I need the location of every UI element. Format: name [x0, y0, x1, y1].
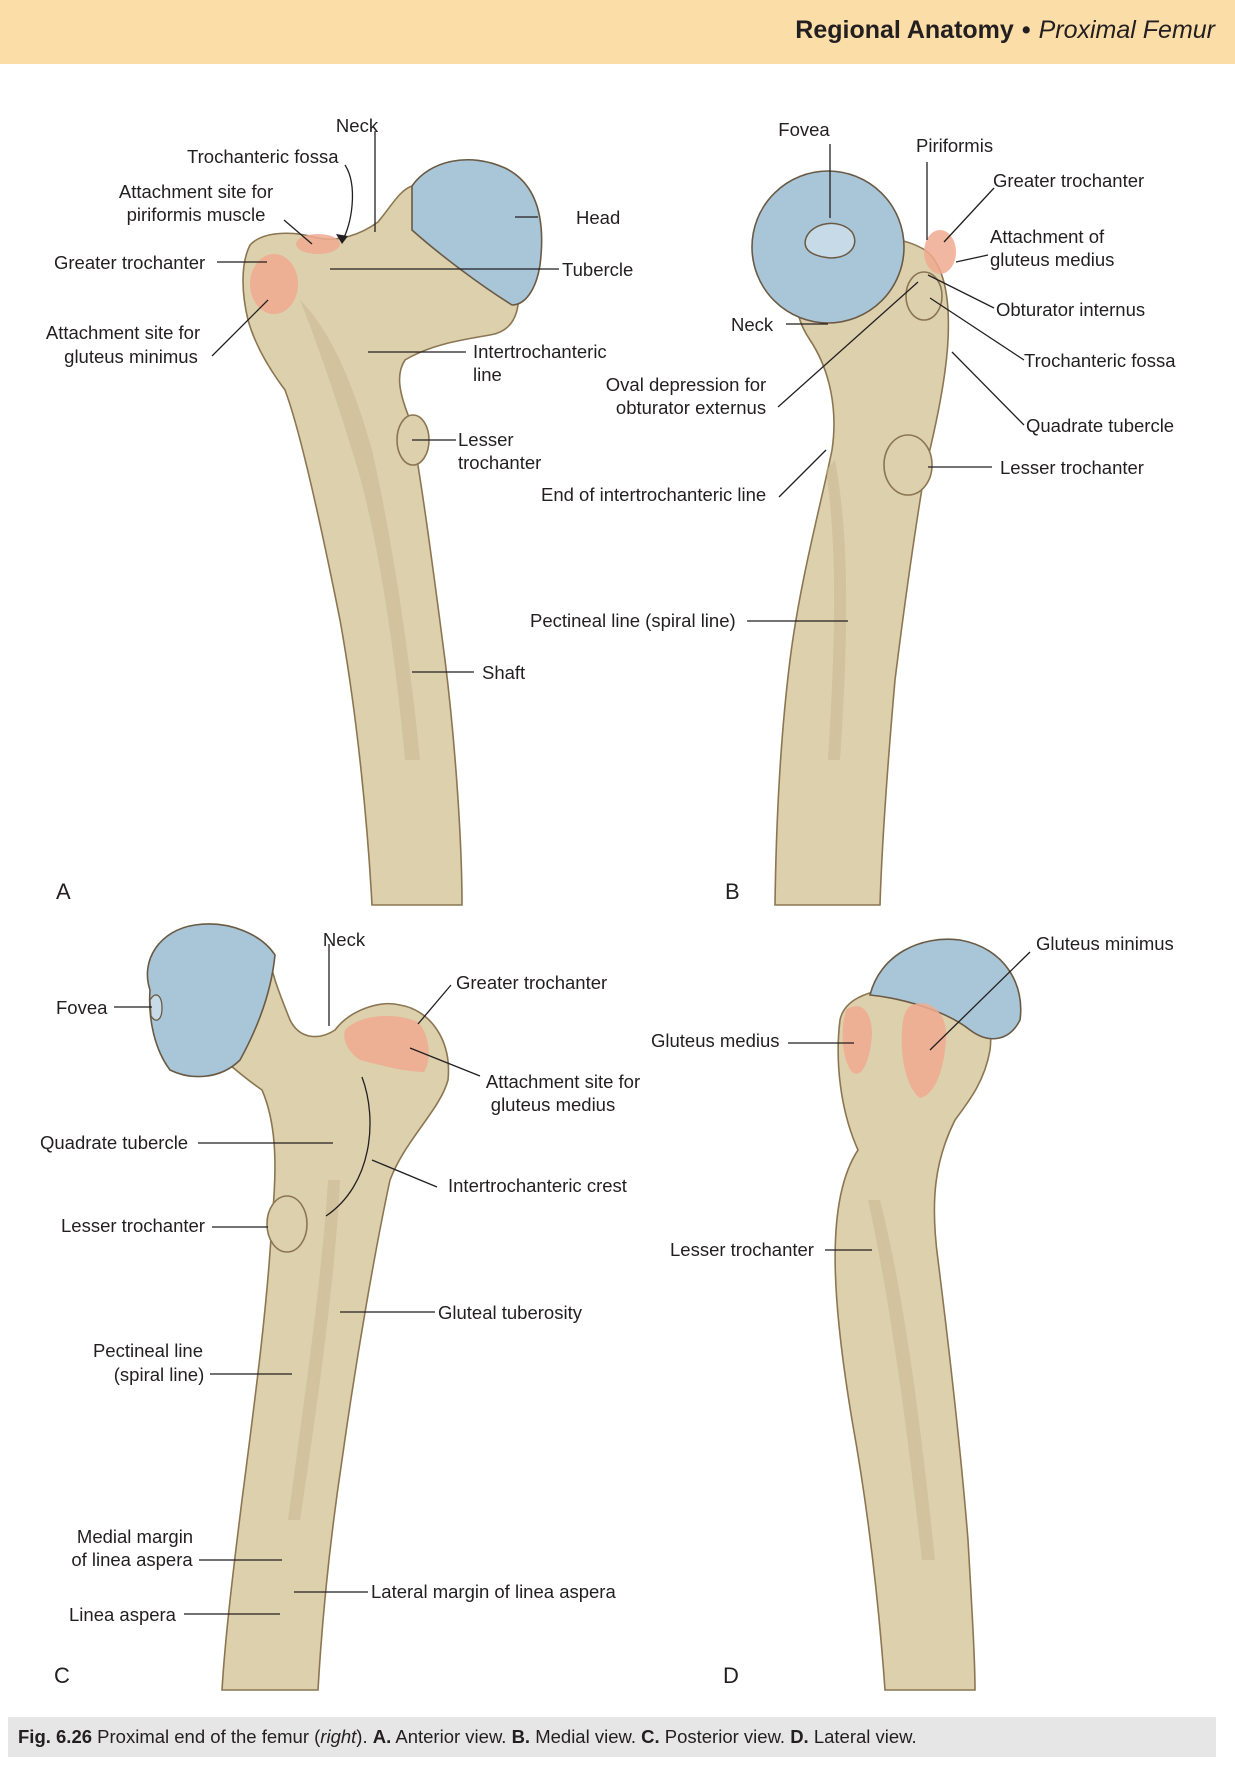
- label-a-tubercle: Tubercle: [562, 259, 633, 280]
- caption-c-text: Posterior view.: [664, 1726, 786, 1747]
- label-c-lateral-margin: Lateral margin of linea aspera: [371, 1581, 616, 1602]
- panel-letter-a: A: [56, 879, 71, 904]
- label-a-neck: Neck: [336, 115, 379, 136]
- label-b-end-intertrochanteric: End of intertrochanteric line: [541, 484, 766, 505]
- caption-text-2: ).: [356, 1726, 368, 1747]
- page-header: Regional Anatomy•Proximal Femur: [0, 0, 1235, 64]
- label-c-gluteus-medius-line1: Attachment site for: [486, 1071, 640, 1092]
- running-head: Regional Anatomy•Proximal Femur: [795, 16, 1215, 45]
- label-a-piriformis-line2: piriformis muscle: [127, 204, 266, 225]
- gluteus-minimus-attachment-d: [901, 1003, 947, 1098]
- label-b-gluteus-medius-line2: gluteus medius: [990, 249, 1114, 270]
- caption-fig-number: Fig. 6.26: [18, 1726, 93, 1747]
- caption-a-text: Anterior view.: [395, 1726, 507, 1747]
- panel-letter-b: B: [725, 879, 740, 904]
- lesser-trochanter-c: [266, 1195, 308, 1253]
- label-a-head: Head: [576, 207, 620, 228]
- label-c-medial-margin-line1: Medial margin: [77, 1526, 193, 1547]
- gluteus-medius-attachment-b: [924, 230, 956, 274]
- label-a-gluteus-minimus-line2: gluteus minimus: [64, 346, 198, 367]
- femur-b-fovea: [804, 222, 856, 259]
- label-a-gluteus-minimus-line1: Attachment site for: [46, 322, 200, 343]
- label-d-gluteus-minimus: Gluteus minimus: [1036, 933, 1174, 954]
- label-a-lesser-trochanter-line2: trochanter: [458, 452, 541, 473]
- femur-b-shading: [826, 460, 847, 760]
- femur-c-fovea: [149, 994, 163, 1021]
- label-a-trochanteric-fossa: Trochanteric fossa: [187, 146, 339, 167]
- label-c-greater-trochanter: Greater trochanter: [456, 972, 607, 993]
- panel-letter-c: C: [54, 1663, 70, 1688]
- caption-a: A.: [372, 1726, 392, 1747]
- label-b-oval-depression-line2: obturator externus: [616, 397, 766, 418]
- label-c-quadrate-tubercle: Quadrate tubercle: [40, 1132, 188, 1153]
- label-b-piriformis: Piriformis: [916, 135, 993, 156]
- label-b-fovea: Fovea: [778, 119, 830, 140]
- label-c-pectineal-line1: Pectineal line: [93, 1340, 203, 1361]
- femur-d-shading: [868, 1200, 935, 1560]
- femur-a-shading: [300, 300, 420, 760]
- femur-d-head: [868, 938, 1022, 1040]
- label-c-intertrochanteric-crest: Intertrochanteric crest: [448, 1175, 627, 1196]
- panel-b-labels: Fovea Piriformis Greater trochanter Atta…: [530, 119, 1176, 904]
- caption-d: D.: [790, 1726, 809, 1747]
- femur-b-bone: [774, 238, 950, 906]
- caption-italic: right: [320, 1726, 357, 1747]
- label-d-lesser-trochanter: Lesser trochanter: [670, 1239, 814, 1260]
- panel-c-illustration: [146, 923, 450, 1691]
- label-a-intertrochanteric-line2: line: [473, 364, 502, 385]
- lesser-trochanter-b: [883, 434, 933, 496]
- label-c-linea-aspera: Linea aspera: [69, 1604, 177, 1625]
- panel-a-illustration: [242, 158, 543, 906]
- caption-b-text: Medial view.: [535, 1726, 636, 1747]
- label-b-gluteus-medius-line1: Attachment of: [990, 226, 1105, 247]
- separator: •: [1021, 16, 1031, 44]
- label-a-shaft: Shaft: [482, 662, 525, 683]
- panel-c-labels: Neck Greater trochanter Fovea Attachment…: [40, 929, 640, 1688]
- panel-d-labels: Gluteus minimus Gluteus medius Lesser tr…: [651, 933, 1174, 1688]
- gluteus-minimus-attachment-a: [250, 254, 298, 314]
- label-b-obturator-internus: Obturator internus: [996, 299, 1145, 320]
- label-d-gluteus-medius: Gluteus medius: [651, 1030, 780, 1051]
- label-a-piriformis-line1: Attachment site for: [119, 181, 273, 202]
- label-a-intertrochanteric-line1: Intertrochanteric: [473, 341, 607, 362]
- label-c-gluteus-medius-line2: gluteus medius: [491, 1094, 615, 1115]
- gluteus-medius-attachment-c: [344, 1015, 429, 1072]
- label-b-trochanteric-fossa: Trochanteric fossa: [1024, 350, 1176, 371]
- label-c-lesser-trochanter: Lesser trochanter: [61, 1215, 205, 1236]
- gluteus-medius-attachment-d: [842, 1006, 872, 1074]
- femur-c-shading: [288, 1180, 340, 1520]
- label-c-gluteal-tuberosity: Gluteal tuberosity: [438, 1302, 583, 1323]
- label-b-oval-depression-line1: Oval depression for: [606, 374, 766, 395]
- caption-d-text: Lateral view.: [813, 1726, 917, 1747]
- panel-letter-d: D: [723, 1663, 739, 1688]
- figure-caption: Fig. 6.26 Proximal end of the femur (rig…: [8, 1717, 1216, 1757]
- caption-c: C.: [641, 1726, 660, 1747]
- panel-b-leaders: [747, 144, 1025, 622]
- subsection-title: Proximal Femur: [1038, 16, 1215, 44]
- section-title: Regional Anatomy: [795, 16, 1014, 44]
- label-b-lesser-trochanter: Lesser trochanter: [1000, 457, 1144, 478]
- label-a-greater-trochanter: Greater trochanter: [54, 252, 205, 273]
- label-b-neck: Neck: [731, 314, 774, 335]
- label-c-medial-margin-line2: of linea aspera: [71, 1549, 193, 1570]
- label-c-fovea: Fovea: [56, 997, 108, 1018]
- label-b-pectineal-line: Pectineal line (spiral line): [530, 610, 736, 631]
- label-b-quadrate-tubercle: Quadrate tubercle: [1026, 415, 1174, 436]
- femur-c-head: [146, 923, 276, 1078]
- panel-b-illustration: [751, 170, 956, 906]
- panel-c-leaders: [114, 944, 481, 1615]
- label-c-neck: Neck: [323, 929, 366, 950]
- piriformis-attachment-a: [296, 234, 340, 254]
- femur-d-bone: [834, 986, 992, 1691]
- panel-a-labels: Neck Trochanteric fossa Attachment site …: [46, 115, 633, 904]
- label-a-lesser-trochanter-line1: Lesser: [458, 429, 514, 450]
- caption-text-1: Proximal end of the femur (: [97, 1726, 321, 1747]
- panel-d-leaders: [788, 951, 1031, 1251]
- label-c-pectineal-line2: (spiral line): [114, 1364, 204, 1385]
- label-b-greater-trochanter: Greater trochanter: [993, 170, 1144, 191]
- panel-d-illustration: [834, 938, 1022, 1691]
- caption-b: B.: [511, 1726, 531, 1747]
- panel-a-leaders: [211, 131, 559, 673]
